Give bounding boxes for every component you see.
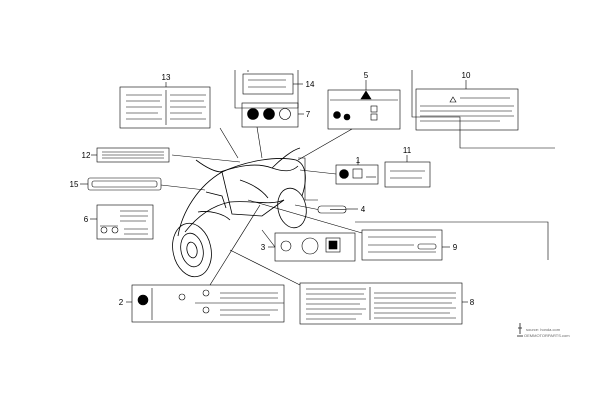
label-2 [131,204,285,323]
callout-3: 3 [261,243,266,252]
watermark-logo-icon [517,323,523,337]
label-14 [242,73,294,95]
label-text-lines [102,79,514,320]
label-15 [87,177,206,191]
label-5 [327,89,401,130]
label-11 [384,161,431,188]
leader-lines [219,70,363,234]
callout-numbers: 1 2 3 4 5 6 7 8 9 10 11 12 13 14 15 [70,71,475,307]
callout-15: 15 [70,180,79,189]
label-6 [96,204,154,240]
callout-8: 8 [470,298,475,307]
callout-11: 11 [403,146,412,155]
callout-5: 5 [364,71,369,80]
callout-1: 1 [356,156,361,165]
watermark-site: OEMMOTORPARTS.com [524,333,570,338]
label-13 [119,86,211,129]
label-8 [229,249,463,325]
callout-6: 6 [84,215,89,224]
callout-7: 7 [306,110,311,119]
callout-9: 9 [453,243,458,252]
callout-4: 4 [361,205,366,214]
callout-2: 2 [119,298,124,307]
watermark-source: source: honda.com [526,327,561,332]
callout-leaders [80,80,468,303]
callout-13: 13 [162,73,171,82]
label-7 [241,102,299,128]
label-3 [261,229,356,262]
callout-12: 12 [82,151,91,160]
label-1 [299,164,379,185]
frame-lines [234,70,555,260]
label-9 [361,229,443,261]
label-10 [415,88,519,131]
motorcycle-outline [172,147,307,278]
callout-14: 14 [306,80,315,89]
label-4 [294,204,347,214]
callout-10: 10 [462,71,471,80]
